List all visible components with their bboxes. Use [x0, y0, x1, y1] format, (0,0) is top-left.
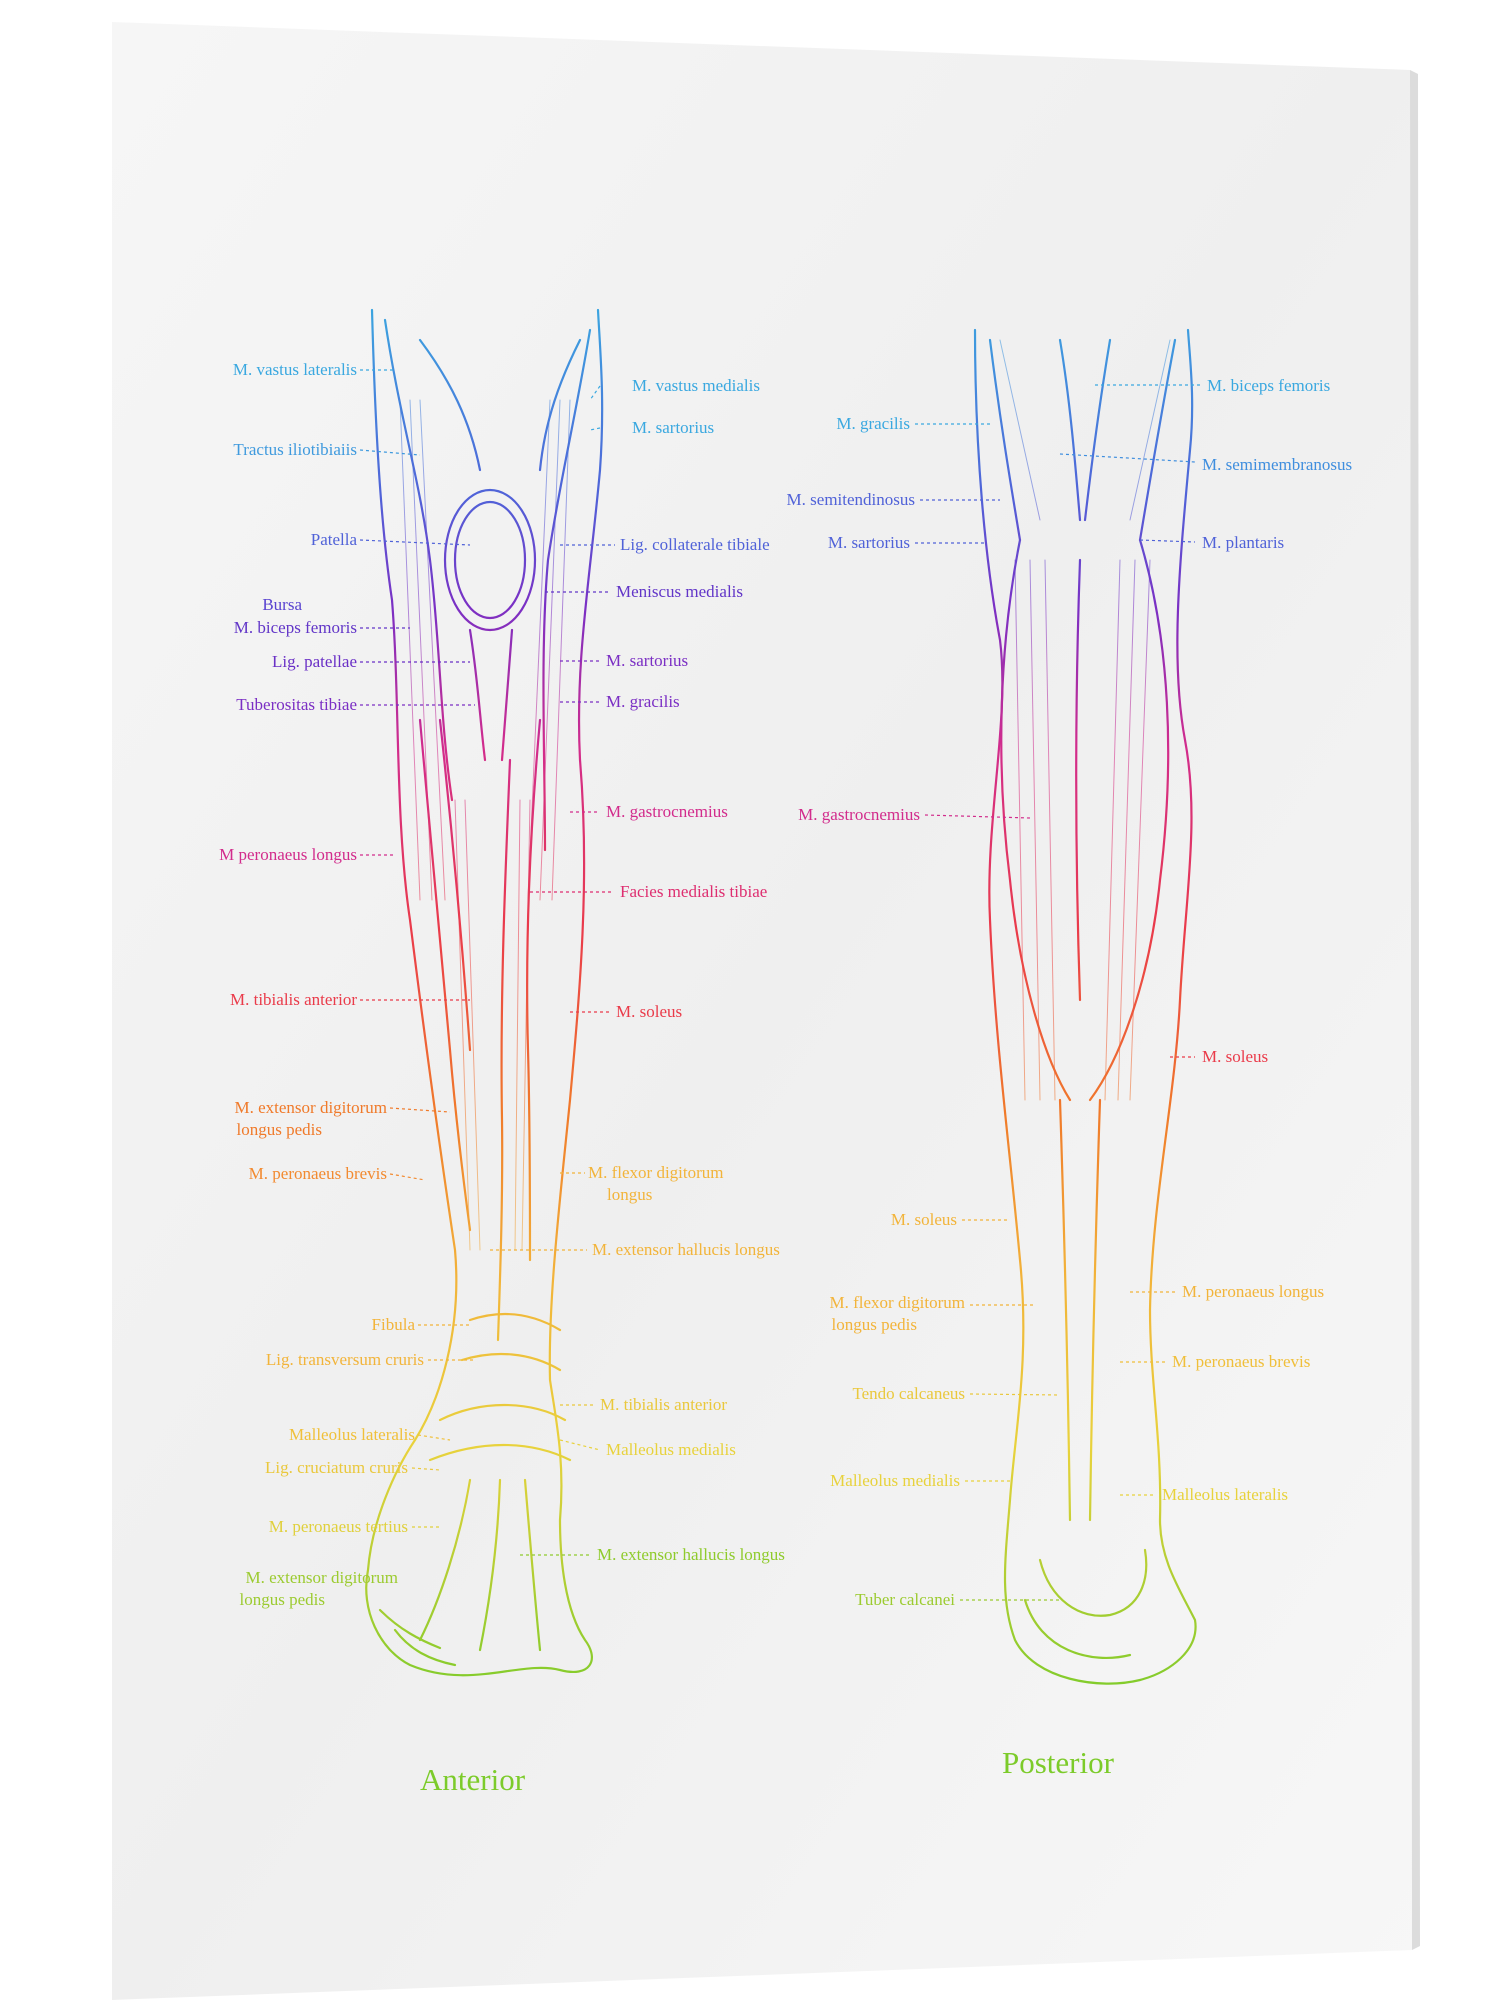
label-lig-cruciatum: Lig. cruciatum cruris	[264, 1458, 408, 1477]
label-gracilis-a: M. gracilis	[606, 692, 680, 711]
label-extensor-digitorum-a2: M. extensor digitorum	[245, 1568, 398, 1587]
label-extensor-digitorum-a: M. extensor digitorum	[234, 1098, 387, 1117]
label-extensor-hallucis-a1: M. extensor hallucis longus	[592, 1240, 780, 1259]
label-fibula: Fibula	[371, 1315, 415, 1334]
label-malleolus-lateralis-a: Malleolus lateralis	[288, 1425, 415, 1444]
label-sartorius-a1: M. sartorius	[632, 418, 715, 437]
label-vastus-medialis: M. vastus medialis	[632, 376, 760, 395]
label-lig-patellae: Lig. patellae	[272, 652, 357, 671]
label-tuberositas-tibiae: Tuberositas tibiae	[236, 695, 357, 714]
label-flexor-digitorum-p: M. flexor digitorum	[829, 1293, 965, 1312]
label-tibialis-anterior-a: M. tibialis anterior	[229, 990, 357, 1009]
label-soleus-p1: M. soleus	[890, 1210, 957, 1229]
acrylic-sheet	[112, 22, 1412, 2000]
label-malleolus-medialis-a: Malleolus medialis	[606, 1440, 736, 1459]
label-gastrocnemius-a: M. gastrocnemius	[606, 802, 728, 821]
label-extensor-hallucis-a2: M. extensor hallucis longus	[597, 1545, 785, 1564]
label-peronaeus-longus-a: M peronaeus longus	[219, 845, 357, 864]
label-gastrocnemius-p: M. gastrocnemius	[798, 805, 920, 824]
label-flexor-digitorum-a: M. flexor digitorum	[588, 1163, 724, 1182]
label-bursa: Bursa	[262, 595, 302, 614]
label-vastus-lateralis: M. vastus lateralis	[232, 360, 357, 379]
label-sartorius-a2: M. sartorius	[606, 651, 689, 670]
label-sartorius-p: M. sartorius	[827, 533, 910, 552]
label-flexor-longus-p: longus pedis	[831, 1315, 917, 1334]
label-peronaeus-longus-p: M. peronaeus longus	[1182, 1282, 1325, 1301]
label-biceps-femoris-p: M. biceps femoris	[1207, 376, 1331, 395]
label-peronaeus-brevis-a: M. peronaeus brevis	[248, 1164, 387, 1183]
label-lig-transversum: Lig. transversum cruris	[265, 1350, 424, 1369]
label-tibialis-anterior-a2: M. tibialis anterior	[600, 1395, 728, 1414]
label-tendo-calcaneus: Tendo calcaneus	[852, 1384, 965, 1403]
anterior-leg-illustration	[365, 308, 604, 1677]
label-plantaris: M. plantaris	[1202, 533, 1285, 552]
label-peronaeus-brevis-p: M. peronaeus brevis	[1172, 1352, 1311, 1371]
caption-posterior: Posterior	[1002, 1745, 1114, 1780]
posterior-leg-illustration	[973, 328, 1197, 1685]
caption-anterior: Anterior	[420, 1762, 526, 1797]
label-meniscus-medialis: Meniscus medialis	[616, 582, 744, 601]
label-patella: Patella	[310, 530, 357, 549]
label-peronaeus-tertius: M. peronaeus tertius	[268, 1517, 408, 1536]
label-tuber-calcanei: Tuber calcanei	[855, 1590, 955, 1609]
label-semitendinosus: M. semitendinosus	[786, 490, 915, 509]
label-longus-pedis-a2: longus pedis	[239, 1590, 325, 1609]
label-soleus-a: M. soleus	[616, 1002, 683, 1021]
label-malleolus-lateralis-p: Malleolus lateralis	[1162, 1485, 1289, 1504]
label-biceps-femoris: M. biceps femoris	[233, 618, 357, 637]
label-flexor-longus-a: longus	[607, 1185, 653, 1204]
label-lig-collaterale: Lig. collaterale tibiale	[620, 535, 770, 554]
label-malleolus-medialis-p: Malleolus medialis	[830, 1471, 960, 1490]
label-gracilis-p: M. gracilis	[836, 414, 910, 433]
label-facies-medialis: Facies medialis tibiae	[620, 882, 768, 901]
label-tractus-iliotibialis: Tractus iliotibiaiis	[233, 440, 357, 459]
label-soleus-p2: M. soleus	[1202, 1047, 1269, 1066]
label-longus-pedis-a: longus pedis	[236, 1120, 322, 1139]
label-semimembranosus: M. semimembranosus	[1202, 455, 1353, 474]
